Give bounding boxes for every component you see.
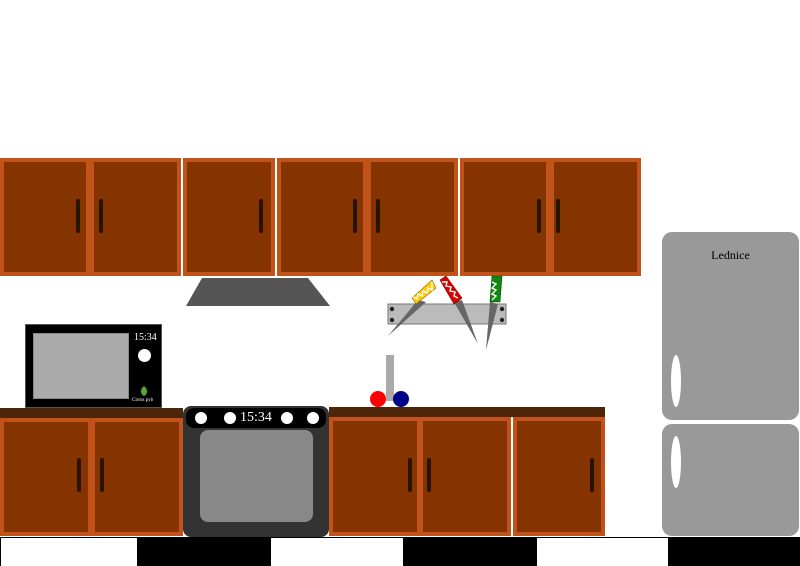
knife-green[interactable]	[486, 275, 503, 350]
oven-window	[200, 430, 313, 522]
range-hood	[186, 278, 330, 306]
door-handle	[99, 199, 103, 233]
cabinet-door[interactable]	[464, 162, 546, 272]
door-handle	[76, 199, 80, 233]
cabinet-door[interactable]	[371, 162, 454, 272]
door-handle	[408, 458, 412, 492]
burner-knob[interactable]	[195, 412, 207, 424]
knife-rack-bar	[387, 303, 507, 325]
door-handle	[427, 458, 431, 492]
knife-red[interactable]	[439, 275, 478, 344]
burner-knob[interactable]	[281, 412, 293, 424]
burner-knob[interactable]	[307, 412, 319, 424]
floor-tile	[403, 537, 537, 566]
upper-cabinet-2[interactable]	[183, 158, 275, 276]
floor	[0, 537, 800, 566]
faucet[interactable]	[386, 355, 394, 401]
knife-rack	[387, 275, 507, 350]
door-handle	[590, 458, 594, 492]
cabinet-door[interactable]	[95, 422, 179, 532]
burner-knob[interactable]	[224, 412, 236, 424]
leaf-logo-icon	[141, 386, 147, 396]
cabinet-door[interactable]	[187, 162, 271, 272]
upper-cabinet-4[interactable]	[460, 158, 641, 276]
ball-blue[interactable]	[393, 391, 409, 407]
cabinet-door[interactable]	[554, 162, 637, 272]
fridge-label: Lednice	[711, 248, 750, 262]
ball-red[interactable]	[370, 391, 386, 407]
countertop-left	[0, 408, 183, 418]
oven[interactable]: 15:34	[183, 406, 329, 537]
microwave-knob[interactable]	[138, 349, 151, 362]
floor-edge	[0, 537, 1, 566]
door-handle	[353, 199, 357, 233]
stove-control-panel: 15:34	[186, 408, 326, 428]
cabinet-door[interactable]	[333, 421, 417, 532]
microwave-clock: 15:34	[134, 332, 157, 343]
cabinet-door[interactable]	[423, 421, 507, 532]
countertop-right	[329, 407, 605, 417]
microwave-brand: Cirrus pyb	[132, 398, 154, 403]
upper-cabinet-3[interactable]	[277, 158, 458, 276]
microwave-window	[33, 333, 129, 399]
floor-tile	[137, 537, 271, 566]
cabinet-door[interactable]	[517, 421, 601, 532]
door-handle	[537, 199, 541, 233]
cabinet-door[interactable]	[4, 422, 88, 532]
fridge-handle[interactable]	[671, 355, 681, 407]
knife-yellow[interactable]	[388, 279, 437, 336]
oven-clock: 15:34	[240, 410, 272, 425]
door-handle	[376, 199, 380, 233]
door-handle	[100, 458, 104, 492]
microwave[interactable]: 15:34 Cirrus pyb	[25, 324, 162, 408]
door-handle	[259, 199, 263, 233]
fridge-door[interactable]	[662, 424, 799, 536]
door-handle	[556, 199, 560, 233]
door-handle	[77, 458, 81, 492]
cabinet-door[interactable]	[281, 162, 363, 272]
lower-cabinet-2[interactable]	[329, 417, 511, 536]
upper-cabinet-1[interactable]	[0, 158, 181, 276]
floor-tile	[668, 537, 800, 566]
fridge-freezer-door[interactable]: Lednice	[662, 232, 799, 420]
lower-cabinet-1[interactable]	[0, 418, 183, 536]
cabinet-door[interactable]	[4, 162, 86, 272]
cabinet-door[interactable]	[94, 162, 177, 272]
lower-cabinet-3[interactable]	[513, 417, 605, 536]
fridge-handle[interactable]	[671, 436, 681, 488]
